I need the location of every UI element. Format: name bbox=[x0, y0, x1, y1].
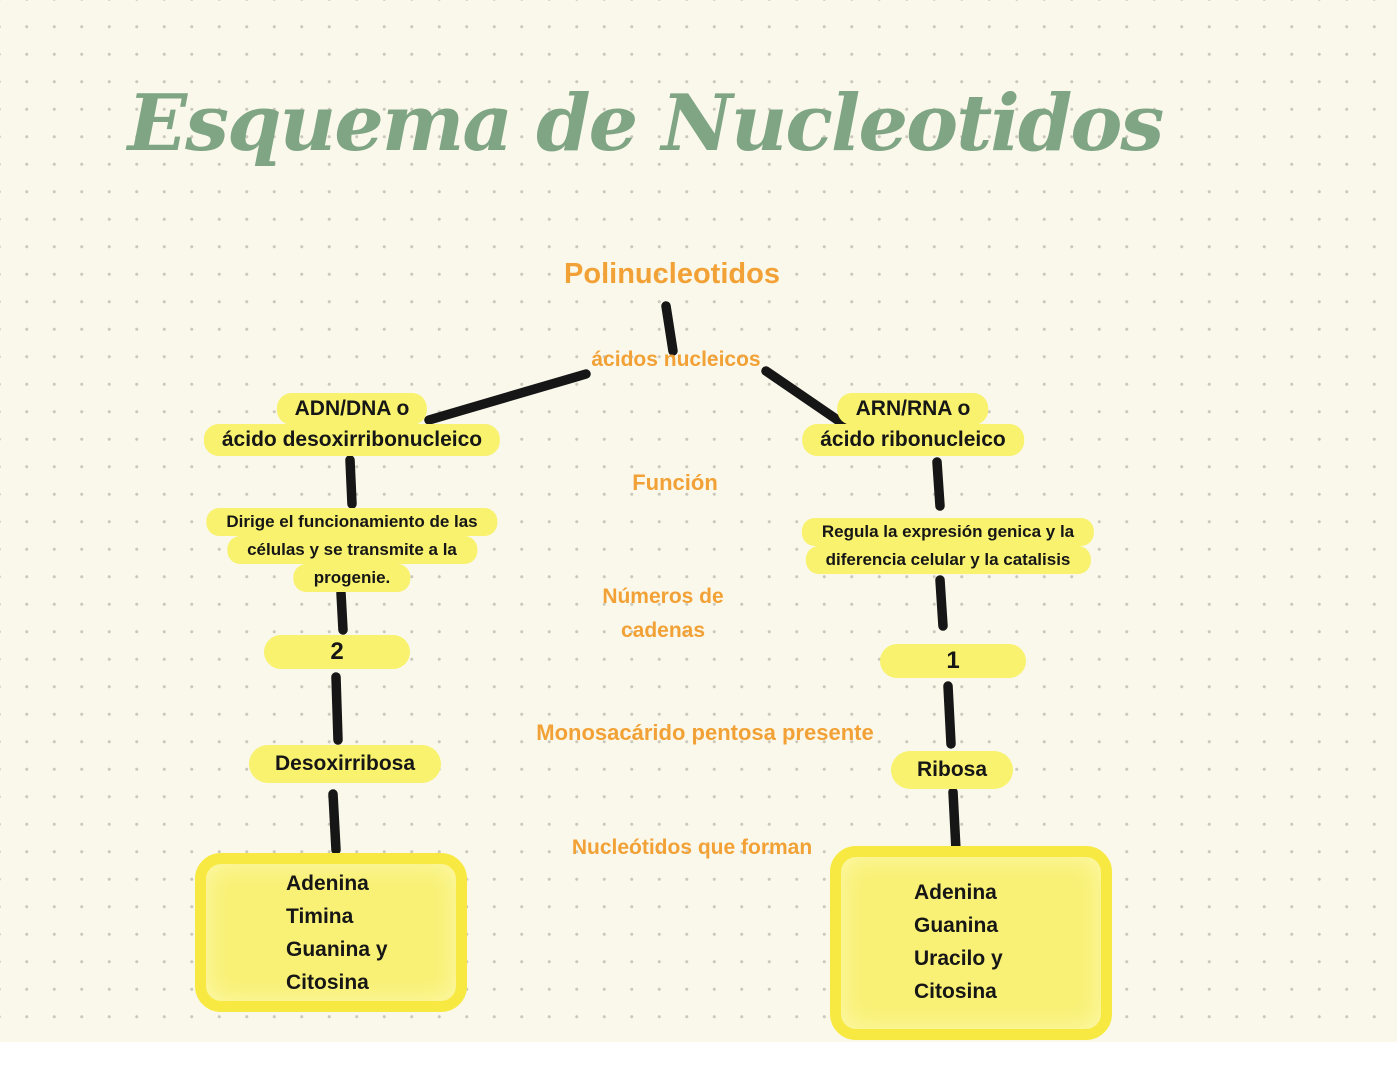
rna-base-1: Adenina bbox=[914, 881, 997, 904]
dna-sugar-value: Desoxirribosa bbox=[248, 745, 442, 783]
nucleotides-label: Nucleótidos que forman bbox=[571, 836, 813, 859]
root-node-polinucleotidos: Polinucleotidos bbox=[564, 258, 780, 290]
chains-label: Números de cadenas bbox=[602, 580, 723, 648]
dna-base-2: Timina bbox=[286, 905, 354, 928]
function-label: Función bbox=[632, 470, 718, 495]
rna-bases-box: Adenina Guanina Uracilo y Citosina bbox=[830, 846, 1112, 1040]
dna-chains-node: 2 bbox=[264, 635, 410, 669]
rna-name-line1: ARN/RNA o bbox=[837, 393, 989, 425]
chains-label-line2: cadenas bbox=[620, 619, 706, 642]
dna-base-4: Citosina bbox=[286, 971, 369, 994]
dna-bases-box: Adenina Timina Guanina y Citosina bbox=[195, 853, 467, 1012]
dna-function-line2: células y se transmite a la bbox=[227, 536, 477, 564]
dna-sugar-node: Desoxirribosa bbox=[248, 745, 442, 783]
sugar-label: Monosacárido pentosa presente bbox=[536, 720, 874, 745]
rna-sugar-node: Ribosa bbox=[890, 751, 1014, 789]
dna-chains-value: 2 bbox=[264, 635, 410, 669]
acidos-nucleicos-node: ácidos nucleicos bbox=[591, 348, 761, 371]
dna-base-3: Guanina y bbox=[286, 938, 388, 961]
rna-chains-node: 1 bbox=[880, 644, 1026, 678]
dna-function-node: Dirige el funcionamiento de las células … bbox=[206, 508, 498, 592]
rna-sugar-value: Ribosa bbox=[890, 751, 1014, 789]
chains-label-line1: Números de bbox=[602, 585, 724, 608]
page-title: Esquema de Nucleotidos bbox=[127, 78, 1165, 169]
dna-name-line1: ADN/DNA o bbox=[276, 393, 428, 425]
dna-name-line2: ácido desoxirribonucleico bbox=[203, 424, 501, 456]
dna-name-node: ADN/DNA o ácido desoxirribonucleico bbox=[203, 393, 501, 456]
rna-function-node: Regula la expresión genica y la diferenc… bbox=[801, 518, 1095, 574]
rna-base-3: Uracilo y bbox=[914, 947, 1003, 970]
rna-base-2: Guanina bbox=[914, 914, 999, 937]
rna-function-line1: Regula la expresión genica y la bbox=[801, 518, 1095, 546]
dna-base-1: Adenina bbox=[286, 872, 369, 895]
rna-base-4: Citosina bbox=[914, 980, 997, 1003]
rna-name-line2: ácido ribonucleico bbox=[802, 424, 1024, 456]
dna-function-line3: progenie. bbox=[293, 564, 411, 592]
rna-name-node: ARN/RNA o ácido ribonucleico bbox=[802, 393, 1024, 456]
dna-function-line1: Dirige el funcionamiento de las bbox=[206, 508, 498, 536]
rna-chains-value: 1 bbox=[880, 644, 1026, 678]
rna-function-line2: diferencia celular y la catalisis bbox=[805, 546, 1091, 574]
